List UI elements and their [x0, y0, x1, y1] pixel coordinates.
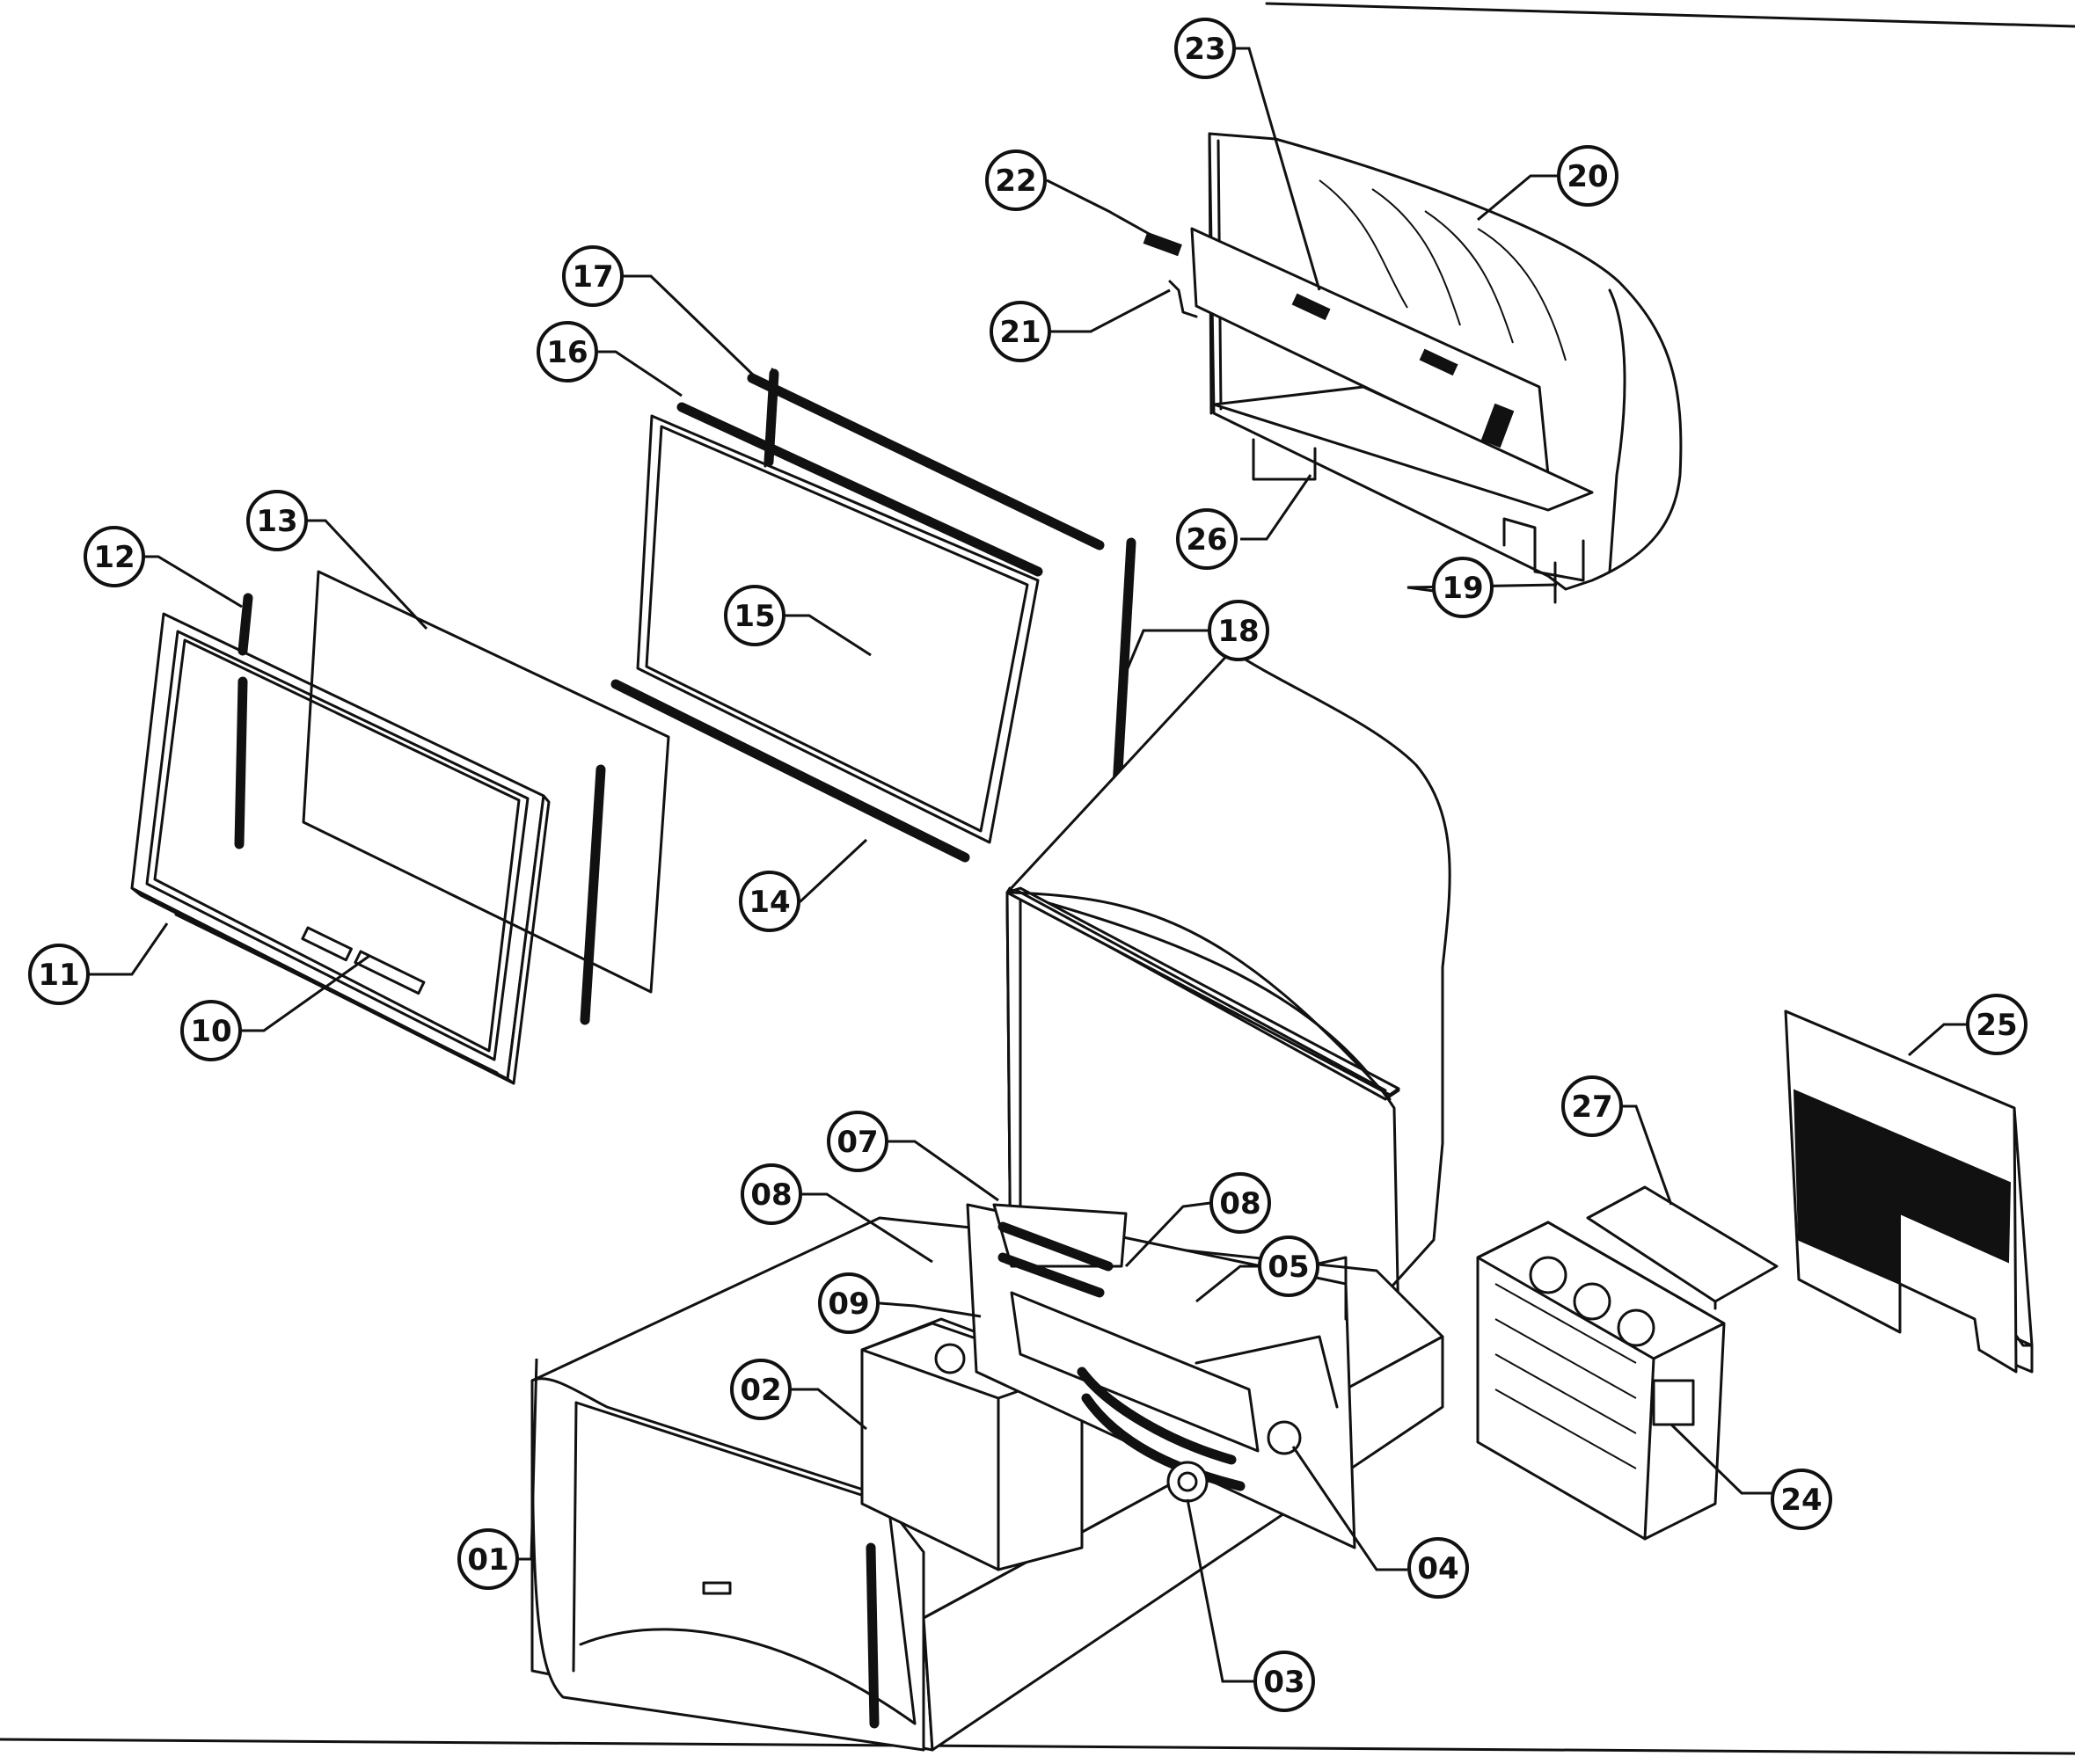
part-15-screen-panel — [610, 368, 1105, 863]
callout-16: 16 — [537, 321, 598, 383]
callout-15: 15 — [724, 585, 785, 646]
svg-text:02: 02 — [740, 1373, 781, 1408]
callout-01: 01 — [457, 1528, 519, 1590]
top-border-line — [1265, 2, 2075, 28]
svg-text:23: 23 — [1184, 32, 1225, 67]
part-18-bar — [1112, 537, 1136, 792]
callout-08-left: 08 — [741, 1163, 802, 1225]
svg-text:05: 05 — [1268, 1250, 1309, 1285]
callout-14: 14 — [739, 871, 800, 932]
svg-text:18: 18 — [1217, 614, 1259, 649]
callout-19: 19 — [1432, 557, 1494, 618]
svg-text:16: 16 — [546, 335, 588, 370]
callout-17: 17 — [562, 245, 624, 307]
svg-text:21: 21 — [999, 315, 1041, 350]
svg-text:13: 13 — [256, 504, 297, 539]
part-21-piece — [1168, 280, 1198, 318]
svg-text:26: 26 — [1186, 522, 1227, 558]
callout-05: 05 — [1258, 1236, 1319, 1297]
callout-04: 04 — [1407, 1537, 1469, 1599]
svg-text:07: 07 — [837, 1125, 878, 1160]
callout-23: 23 — [1174, 18, 1236, 79]
callout-07: 07 — [827, 1111, 888, 1172]
callout-09: 09 — [818, 1272, 880, 1334]
svg-text:09: 09 — [828, 1287, 869, 1322]
callout-02: 02 — [730, 1359, 792, 1420]
svg-text:22: 22 — [995, 164, 1036, 199]
svg-text:08: 08 — [750, 1177, 792, 1213]
callout-03: 03 — [1253, 1651, 1315, 1712]
callout-13: 13 — [246, 490, 308, 551]
svg-text:03: 03 — [1263, 1665, 1304, 1700]
callout-27: 27 — [1561, 1075, 1623, 1137]
part-12-bar — [237, 593, 253, 656]
svg-text:10: 10 — [190, 1014, 231, 1049]
callout-11: 11 — [28, 944, 90, 1005]
svg-text:17: 17 — [572, 259, 613, 295]
part-24-engine — [1476, 1221, 1726, 1541]
callout-21: 21 — [990, 301, 1051, 362]
bottom-border-line — [0, 1738, 2075, 1755]
callout-10: 10 — [180, 1000, 242, 1061]
part-13-screen-sheet — [302, 570, 670, 994]
leader-lines — [88, 47, 1969, 1683]
callout-12: 12 — [84, 526, 145, 587]
part-22-piece — [1143, 231, 1182, 257]
callout-24: 24 — [1771, 1469, 1832, 1530]
svg-text:01: 01 — [467, 1542, 508, 1578]
svg-text:15: 15 — [734, 599, 775, 634]
svg-text:19: 19 — [1442, 571, 1483, 606]
svg-text:25: 25 — [1976, 1008, 2017, 1043]
part-rear-cabinet — [1190, 132, 1683, 604]
svg-text:20: 20 — [1567, 159, 1608, 194]
callout-18: 18 — [1208, 600, 1269, 661]
svg-text:27: 27 — [1571, 1090, 1612, 1125]
callout-20: 20 — [1557, 145, 1618, 207]
svg-text:04: 04 — [1417, 1551, 1458, 1586]
svg-text:08: 08 — [1219, 1186, 1260, 1221]
svg-text:24: 24 — [1780, 1483, 1822, 1518]
callout-26: 26 — [1176, 508, 1238, 570]
svg-text:14: 14 — [749, 885, 790, 920]
callout-08-right: 08 — [1209, 1172, 1271, 1234]
part-27-plate — [1586, 1185, 1779, 1303]
svg-text:11: 11 — [38, 958, 79, 993]
callout-22: 22 — [985, 149, 1047, 211]
svg-text:12: 12 — [93, 540, 135, 575]
part-main-cabinet — [530, 649, 1451, 1752]
part-25-back-cover — [1784, 1010, 2034, 1374]
callout-25: 25 — [1966, 994, 2028, 1055]
